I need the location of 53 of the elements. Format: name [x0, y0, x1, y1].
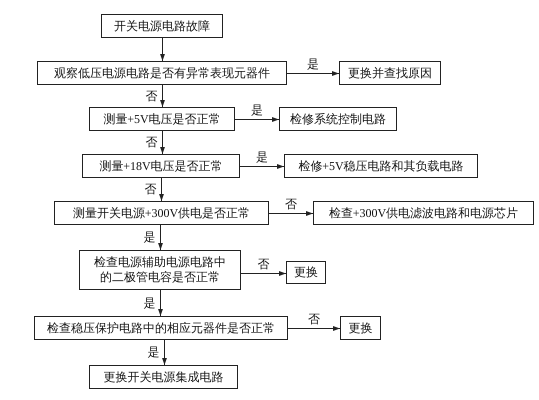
process-box — [82, 154, 240, 178]
arrow — [162, 340, 167, 366]
step-text: 测量开关电源+300V供电是否正常 — [72, 206, 250, 220]
step-text: 检查+300V供电滤波电路和电源芯片 — [328, 206, 518, 220]
edge-label: 是 — [255, 150, 269, 164]
edge-label: 否 — [256, 258, 270, 270]
edge-label: 是 — [142, 296, 156, 310]
edge-label: 是 — [142, 231, 156, 244]
step-text: 更换 — [294, 265, 318, 280]
process-box — [279, 107, 397, 131]
arrow — [286, 71, 340, 76]
step-text: 检修系统控制电路 — [290, 112, 386, 126]
process-box — [89, 365, 238, 389]
step-text: 测量+5V电压是否正常 — [103, 112, 221, 126]
edge-label: 否 — [307, 312, 321, 326]
step-text: 检查稳压保护电路中的相应元器件是否正常 — [47, 320, 275, 336]
step-text: 更换并查找原因 — [348, 66, 432, 80]
arrow — [158, 224, 163, 250]
arrow — [160, 130, 165, 154]
arrow — [288, 326, 340, 331]
edge-label: 否 — [144, 183, 158, 196]
edge-label: 是 — [250, 104, 264, 116]
arrow — [160, 38, 165, 62]
arrow — [268, 211, 314, 216]
step-text: 测量+18V电压是否正常 — [99, 158, 223, 174]
edge-label: 否 — [144, 90, 158, 102]
arrow — [234, 117, 280, 122]
arrow — [158, 290, 163, 316]
process-box — [79, 250, 241, 290]
process-box — [89, 107, 235, 131]
process-box — [339, 61, 441, 85]
process-box — [54, 201, 269, 225]
process-box — [313, 201, 534, 225]
step-text: 更换 — [348, 320, 372, 336]
edge-label: 否 — [144, 136, 158, 149]
process-box — [34, 316, 288, 340]
edge-label: 是 — [146, 346, 160, 359]
arrow — [160, 84, 165, 108]
step-text: 检修+5V稳压电路和其负载电路 — [298, 158, 464, 174]
process-box — [101, 14, 223, 38]
process-box — [284, 154, 478, 178]
arrow — [240, 164, 284, 169]
arrow — [159, 178, 164, 202]
step-text: 检查电源辅助电源电路中的二极管电容是否正常 — [93, 255, 227, 285]
arrow — [240, 271, 286, 276]
step-text: 观察低压电源电路是否有异常表现元器件 — [54, 66, 270, 80]
step-text: 更换开关电源集成电路 — [104, 370, 224, 384]
edge-label: 是 — [306, 58, 320, 70]
step-text: 开关电源电路故障 — [114, 18, 210, 34]
process-box — [340, 316, 381, 340]
edge-label: 否 — [284, 198, 298, 210]
process-box — [286, 261, 326, 284]
process-box — [37, 61, 287, 85]
